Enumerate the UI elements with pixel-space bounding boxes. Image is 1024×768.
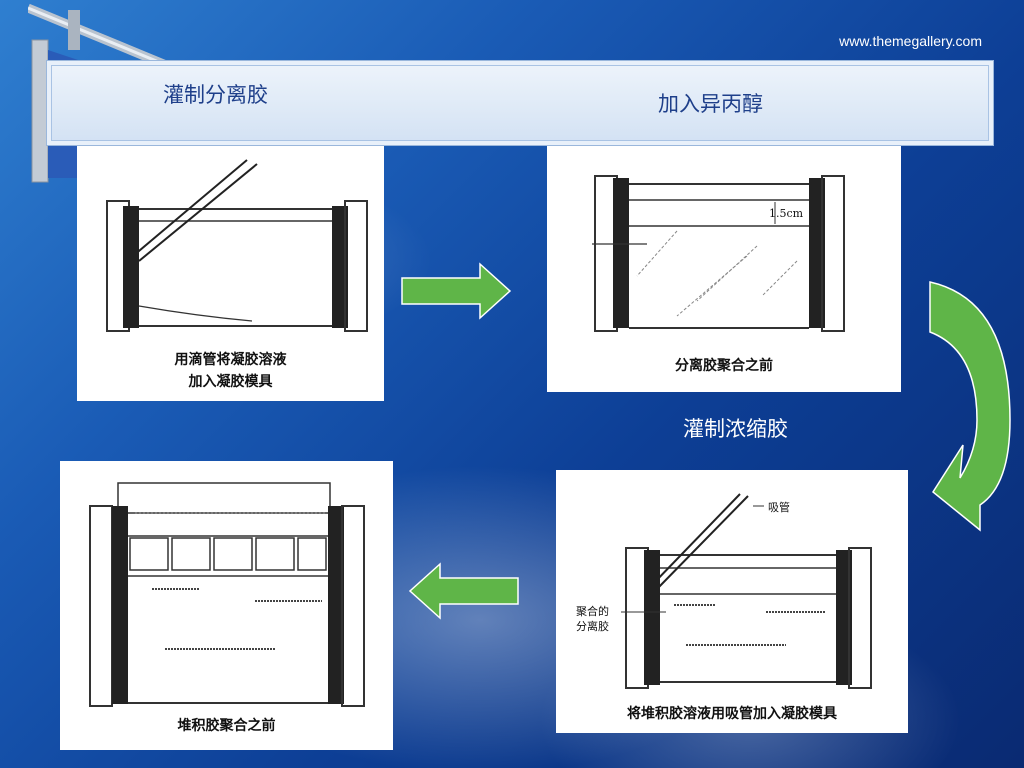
title-banner	[46, 60, 994, 146]
panel-1-caption-line-1: 用滴管将凝胶溶液	[174, 352, 287, 368]
right-arrow-icon	[401, 262, 512, 320]
figure-panel-2: 1.5cm 分离胶聚合之前	[547, 146, 901, 392]
step-label-stacking-gel: 灌制浓缩胶	[683, 417, 788, 441]
figure-panel-4: 堆积胶聚合之前	[60, 461, 393, 750]
curved-down-arrow-icon	[929, 281, 1011, 532]
polymerized-gel-label-line-2: 分离胶	[576, 620, 609, 633]
pipette-label: 吸管	[768, 501, 790, 514]
gel-mold-isopropanol-diagram	[592, 175, 845, 332]
panel-3-caption: 将堆积胶溶液用吸管加入凝胶模具	[627, 706, 837, 722]
step-label-isopropanol: 加入异丙醇	[658, 92, 763, 116]
panel-1-caption-line-2: 加入凝胶模具	[188, 374, 273, 390]
dimension-label: 1.5cm	[769, 207, 804, 220]
website-url: www.themegallery.com	[839, 33, 982, 49]
figure-panel-1: 用滴管将凝胶溶液 加入凝胶模具	[77, 146, 384, 401]
gel-mold-pipette-diagram	[106, 159, 368, 332]
figure-panel-3: 吸管 聚合的 分离胶 将堆积胶溶液用吸管加入凝胶模具	[556, 470, 908, 733]
panel-2-caption: 分离胶聚合之前	[675, 358, 773, 374]
left-arrow-icon	[408, 562, 519, 620]
panel-4-caption: 堆积胶聚合之前	[177, 718, 276, 734]
stacking-gel-pipette-diagram	[621, 493, 872, 689]
stacking-gel-comb-diagram	[89, 482, 365, 707]
step-label-separating-gel: 灌制分离胶	[163, 83, 268, 107]
polymerized-gel-label-line-1: 聚合的	[576, 605, 609, 618]
